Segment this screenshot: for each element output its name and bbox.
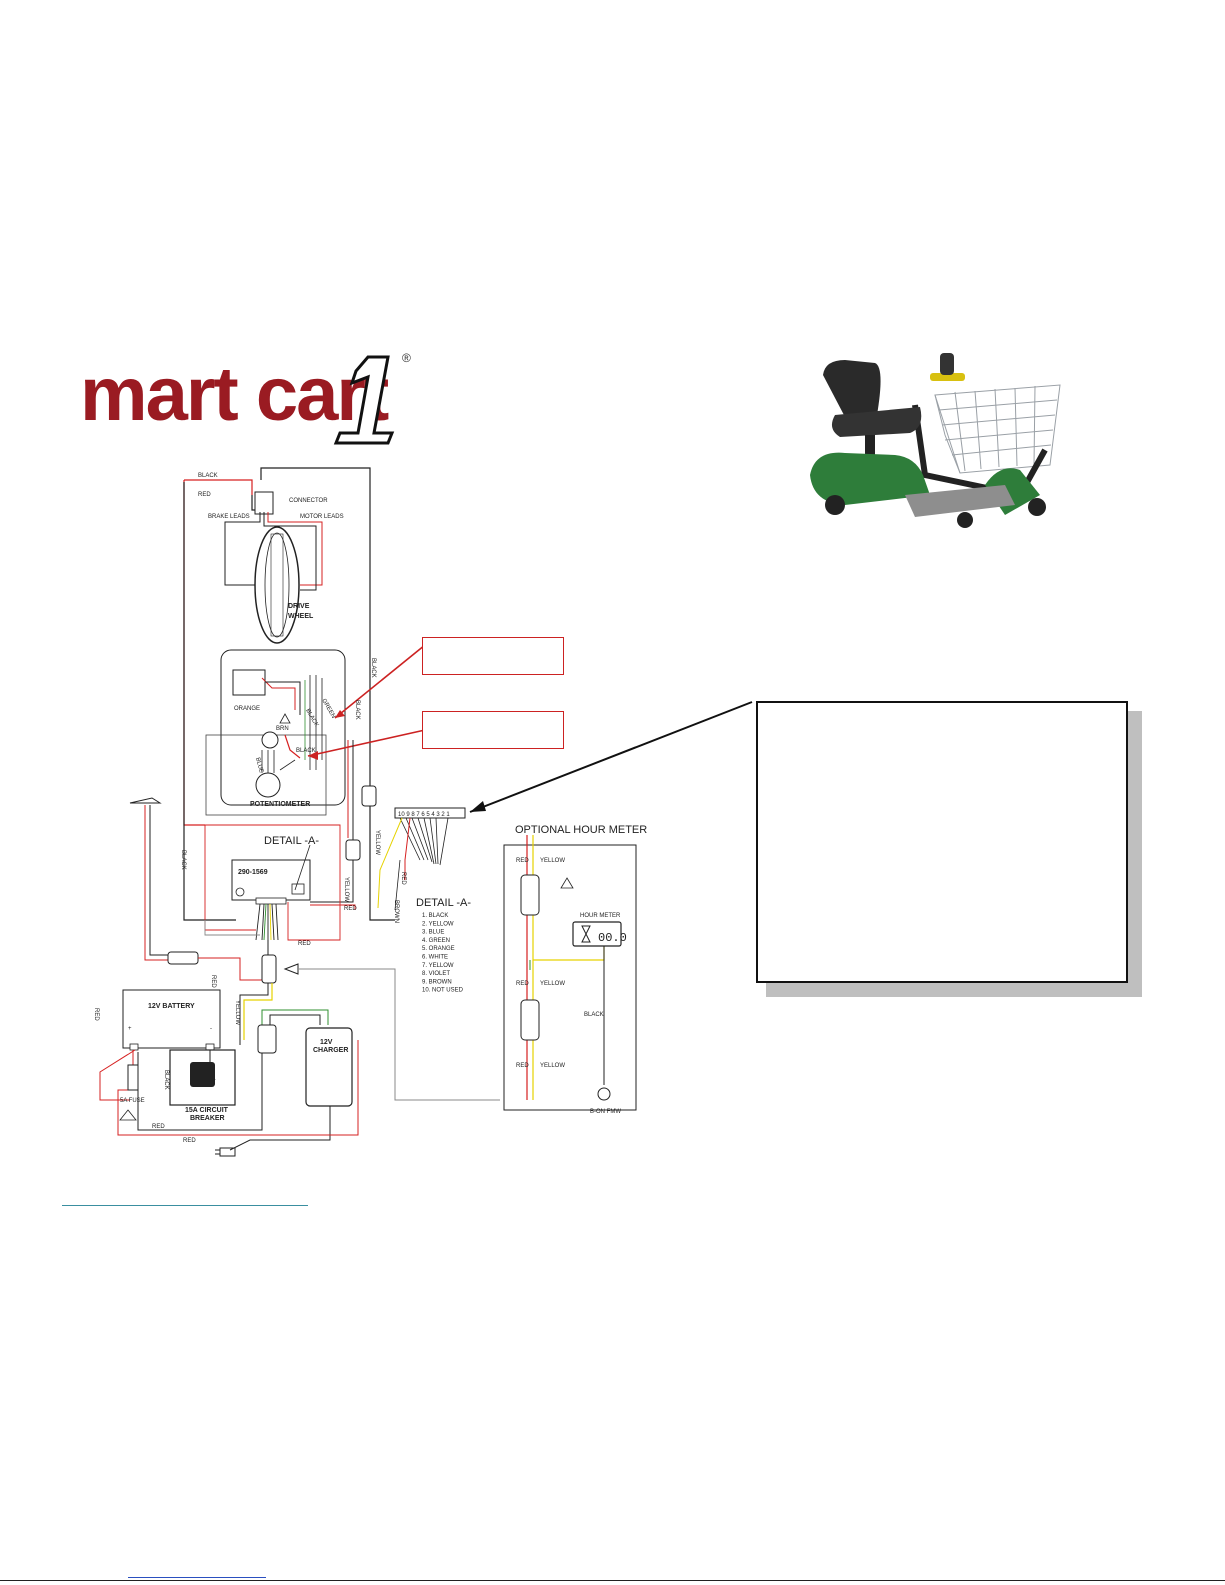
hour-meter-display: [572, 921, 622, 947]
label-blue: BLUE: [254, 757, 264, 774]
battery-plus: +: [128, 1026, 132, 1032]
label-charger-line2: CHARGER: [313, 1047, 348, 1054]
pin-list-item: 7. YELLOW: [422, 963, 454, 969]
battery: [122, 989, 221, 1051]
label-red-det: RED: [400, 872, 406, 885]
registered-mark: ®: [402, 351, 411, 365]
label-black-right2: BLACK: [354, 700, 360, 720]
footer-rule: [0, 1580, 1225, 1581]
label-green: GREEN: [320, 698, 336, 719]
label-brown-det: BROWN: [393, 900, 399, 923]
pin-list-item: 6. WHITE: [422, 955, 448, 961]
label-yellow-det: YELLOW: [374, 830, 380, 855]
motor-controller: [231, 859, 311, 905]
charger: [305, 1027, 353, 1107]
label-orange: ORANGE: [234, 706, 260, 712]
label-potentiometer: POTENTIOMETER: [250, 801, 310, 808]
hm-black: BLACK: [584, 1012, 604, 1018]
shopping-cart-scooter-icon: [810, 353, 1061, 528]
divider-line: [62, 1205, 308, 1206]
circuit-breaker: [190, 1062, 215, 1087]
wiring-diagram: BLACK RED CONNECTOR BRAKE LEADS MOTOR LE…: [93, 467, 753, 1157]
label-red-top: RED: [198, 492, 211, 498]
connector-block: [254, 491, 274, 515]
circuit-breaker-frame: [169, 1049, 236, 1106]
potentiometer: [255, 750, 296, 798]
label-red-mid2: RED: [298, 941, 311, 947]
pin-list-item: 8. VIOLET: [422, 971, 450, 977]
hm-ground: B-ON FMW: [590, 1109, 621, 1115]
pin-list-item: 9. BROWN: [422, 979, 452, 985]
label-breaker-line2: BREAKER: [190, 1115, 225, 1122]
callout-box-potentiometer: [422, 711, 564, 749]
label-black-right: BLACK: [370, 658, 376, 678]
pin-numbers: 10 9 8 7 6 5 4 3 2 1: [398, 812, 450, 818]
hm-yellow1: YELLOW: [540, 858, 565, 864]
optional-hour-meter-panel: [503, 835, 637, 1111]
label-black-inner: BLACK: [304, 708, 319, 728]
label-drive: DRIVE: [288, 603, 310, 610]
throttle-switch: [232, 669, 266, 696]
label-brn: BRN: [276, 726, 289, 732]
pin-list-item: 2. YELLOW: [422, 921, 454, 927]
note-box: [756, 701, 1128, 983]
label-fuse: 5A FUSE: [120, 1098, 145, 1104]
callout-box-switch: [422, 637, 564, 675]
throttle-housing: [220, 649, 346, 806]
hm-red1: RED: [516, 858, 529, 864]
hour-meter-title: OPTIONAL HOUR METER: [515, 824, 647, 836]
label-detail-a-top: DETAIL -A-: [264, 835, 319, 847]
label-red-bottom2: RED: [183, 1138, 196, 1144]
footer-link-underline[interactable]: [128, 1577, 266, 1578]
controller-id: 290-1569: [238, 869, 268, 876]
hourglass-icon: [581, 925, 591, 943]
pin-list-item: 1. BLACK: [422, 913, 448, 919]
hm-red2: RED: [516, 981, 529, 987]
mart-cart-logo: mart cart ®: [80, 345, 425, 445]
label-yellow-left: YELLOW: [234, 1000, 240, 1025]
pin-list-item: 4. GREEN: [422, 938, 450, 944]
label-black-pot: BLACK: [296, 748, 316, 754]
label-detail-a: DETAIL -A-: [416, 897, 471, 909]
label-red-left: RED: [210, 975, 216, 988]
label-black-batt: BLACK: [163, 1070, 169, 1090]
label-black-top: BLACK: [198, 473, 218, 479]
logo-wordmark: mart cart: [80, 352, 389, 437]
label-wheel: WHEEL: [288, 613, 314, 620]
hm-yellow3: YELLOW: [540, 1063, 565, 1069]
label-connector: CONNECTOR: [289, 498, 328, 504]
detail-a-connector: [377, 807, 466, 911]
charger-connector: [257, 1024, 277, 1054]
label-brake-leads: BRAKE LEADS: [208, 514, 250, 520]
label-breaker-line1: 15A CIRCUIT: [185, 1107, 229, 1114]
label-red-mid: RED: [344, 906, 357, 912]
battery-minus: -: [210, 1026, 212, 1032]
label-yellow-ctrl: YELLOW: [343, 877, 349, 902]
logo-number-one-mark: [330, 353, 400, 445]
label-red-batt: RED: [93, 1008, 99, 1021]
label-red-bottom: RED: [152, 1124, 165, 1130]
fuse: [127, 1064, 139, 1091]
label-battery: 12V BATTERY: [148, 1003, 195, 1010]
plug-icon: [215, 1147, 236, 1157]
label-motor-leads: MOTOR LEADS: [300, 514, 344, 520]
cart-photo: [805, 345, 1075, 545]
drive-wheel: [254, 526, 300, 644]
pin-list-item: 5. ORANGE: [422, 946, 455, 952]
label-charger-line1: 12V: [320, 1039, 333, 1046]
hm-meter-label: HOUR METER: [580, 913, 621, 919]
pin-list-item: 10. NOT USED: [422, 988, 464, 994]
pin-list: 1. BLACK 2. YELLOW 3. BLUE 4. GREEN 5. ORANG…: [422, 913, 464, 994]
hm-yellow2: YELLOW: [540, 981, 565, 987]
hm-meter-value: 00.0: [598, 931, 627, 945]
pin-list-item: 3. BLUE: [422, 930, 444, 936]
hm-red3: RED: [516, 1063, 529, 1069]
label-black-left: BLACK: [180, 850, 186, 870]
